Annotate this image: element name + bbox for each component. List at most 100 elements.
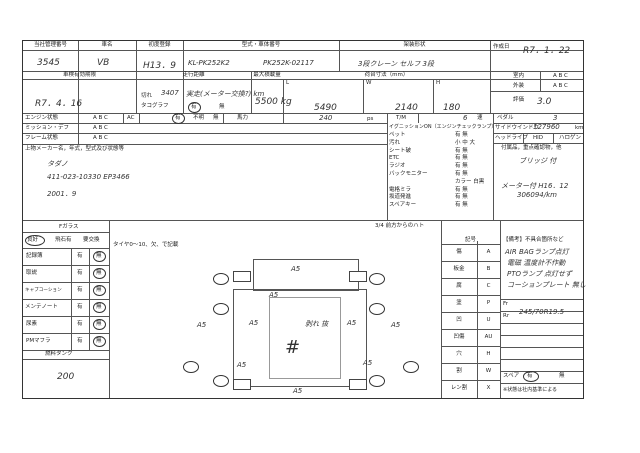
spare-yes-circle bbox=[523, 371, 539, 382]
mileage-note: 実走(メーター交換?) km bbox=[186, 90, 265, 98]
equip-item: バックモニター有 無 bbox=[389, 170, 468, 177]
dim-H-label: H bbox=[436, 80, 441, 86]
fuel-label: 燃料タンク bbox=[45, 351, 73, 357]
check-label-records: 記録簿 bbox=[26, 253, 43, 259]
damage-mark: A5 bbox=[237, 361, 247, 369]
equip-item: 坂道発進有 無 bbox=[389, 194, 468, 201]
speed-label: 速 bbox=[477, 115, 483, 121]
exterior-label: 外装 bbox=[513, 83, 525, 89]
dim-W-label: W bbox=[366, 80, 372, 86]
ac-exist-circle bbox=[172, 113, 185, 124]
damage-mark: A5 bbox=[293, 387, 303, 395]
check-circle bbox=[93, 285, 106, 296]
created-label: 作成日 bbox=[493, 44, 510, 50]
check-circle bbox=[93, 319, 106, 330]
horsepower-label: 馬力 bbox=[237, 115, 249, 121]
halogen-label: ハロゲン bbox=[559, 135, 582, 141]
mgmt-no-value: 3545 bbox=[37, 58, 60, 68]
remarks-line: PTOランプ 点灯せず bbox=[507, 270, 573, 278]
cab-outline bbox=[253, 259, 359, 291]
inspection-value: R7．4．16 bbox=[35, 99, 83, 109]
check-yes: 有 bbox=[77, 321, 83, 327]
equip-item: 汚れ小 中 大 bbox=[389, 139, 475, 146]
legend-title: 記号 bbox=[464, 237, 476, 243]
fglass-chip: 飛石有 bbox=[55, 237, 72, 243]
legend-sym: 傷 bbox=[456, 249, 462, 255]
tire-icon bbox=[403, 361, 419, 373]
tire-icon bbox=[213, 273, 229, 285]
remarks-line: コーションプレート 無し bbox=[507, 281, 586, 289]
engine-label: エンジン状態 bbox=[25, 115, 59, 121]
tm-label: T/M bbox=[396, 115, 406, 121]
wheel-icon bbox=[349, 379, 367, 390]
legend-code: A bbox=[486, 249, 491, 255]
length-value: 5490 bbox=[314, 103, 337, 113]
odo-value: 127960 bbox=[533, 123, 560, 131]
rating-value: 3.0 bbox=[537, 97, 552, 107]
equip-item: スペアキー有 無 bbox=[389, 202, 468, 209]
check-label-maint: メンテノート bbox=[25, 304, 58, 310]
legend-code: B bbox=[486, 266, 491, 272]
damage-mark: A5 bbox=[391, 321, 401, 329]
fglass-replace: 要交換 bbox=[83, 237, 100, 243]
body-shape-label: 架装形状 bbox=[403, 42, 426, 48]
check-circle bbox=[93, 268, 106, 279]
legend-code: X bbox=[486, 385, 491, 391]
expired-label: 切れ bbox=[141, 93, 153, 99]
legend-sym: 塗 bbox=[456, 300, 462, 306]
tire-icon bbox=[213, 375, 229, 387]
ps-label: ps bbox=[367, 116, 374, 122]
rr-value: 245/70R19.5 bbox=[519, 308, 565, 316]
created-value: R7．1．22 bbox=[523, 46, 571, 56]
tire-icon bbox=[369, 273, 385, 285]
headlights-label: ヘッドライプ bbox=[495, 135, 529, 141]
center-mark: # bbox=[285, 337, 301, 358]
pedal-value: 3 bbox=[553, 114, 558, 122]
mission-label: ミッション・デフ bbox=[25, 125, 70, 131]
damage-mark: A5 bbox=[291, 265, 301, 273]
legend-sym: 腐 bbox=[456, 283, 462, 289]
capacity-value: 5500 kg bbox=[255, 97, 292, 107]
ac-none: 無 bbox=[213, 115, 219, 121]
odo-unit: km bbox=[575, 125, 584, 131]
acc-line-3: 306094/km bbox=[517, 191, 557, 199]
fr-label: Fr bbox=[503, 301, 509, 307]
top-note: 3/4 前方からのハト bbox=[375, 223, 425, 229]
accessories-label: 付属品，重点確認物，他 bbox=[501, 145, 562, 151]
damage-mark: A5 bbox=[363, 359, 373, 367]
vehicle-name-label: 車名 bbox=[101, 42, 113, 48]
tm-value: 6 bbox=[463, 114, 468, 122]
tires-note: タイヤ0〜10、欠、で記載 bbox=[113, 242, 179, 248]
mission-grade: A B C bbox=[93, 125, 108, 131]
legend-sym: レン割 bbox=[450, 385, 468, 391]
check-yes: 有 bbox=[77, 287, 83, 293]
check-yes: 有 bbox=[77, 304, 83, 310]
legend-code: W bbox=[485, 368, 492, 374]
check-yes: 有 bbox=[77, 270, 83, 276]
capacity-label: 最大積載量 bbox=[253, 72, 281, 78]
fglass-title: Fガラス bbox=[59, 224, 79, 230]
inspection-label: 車検有効期限 bbox=[62, 72, 96, 78]
rr-label: Rr bbox=[503, 313, 510, 319]
chassis-value: PK252K-02117 bbox=[263, 59, 314, 67]
tacho-none: 無 bbox=[219, 104, 225, 110]
legend-sym: 穴 bbox=[456, 351, 462, 357]
tire-icon bbox=[369, 375, 385, 387]
damage-mark: A5 bbox=[347, 319, 357, 327]
equip-item: ペット有 無 bbox=[389, 132, 468, 138]
remarks-title: 【備考】不具合箇所など bbox=[503, 237, 564, 243]
options-line-2: 411-023-10330 EP3466 bbox=[47, 173, 130, 181]
mileage-value: 3407 bbox=[161, 89, 179, 97]
check-yes: 有 bbox=[77, 338, 83, 344]
fglass-good-circle bbox=[25, 235, 45, 246]
fuel-value: 200 bbox=[57, 372, 75, 382]
check-label-caution: キャブコーション bbox=[25, 288, 62, 293]
remarks-line: 電磁 温度計不作動 bbox=[507, 259, 566, 267]
first-reg-value: H13．9 bbox=[143, 61, 176, 71]
remarks-line: AIR BAGランプ点灯 bbox=[505, 248, 569, 256]
wheel-icon bbox=[349, 271, 367, 282]
options-line-3: 2001．9 bbox=[47, 190, 77, 198]
equip-item: シート破有 無 bbox=[389, 147, 468, 154]
body-shape-value: 3段クレーン セルフ 3段 bbox=[358, 60, 435, 68]
